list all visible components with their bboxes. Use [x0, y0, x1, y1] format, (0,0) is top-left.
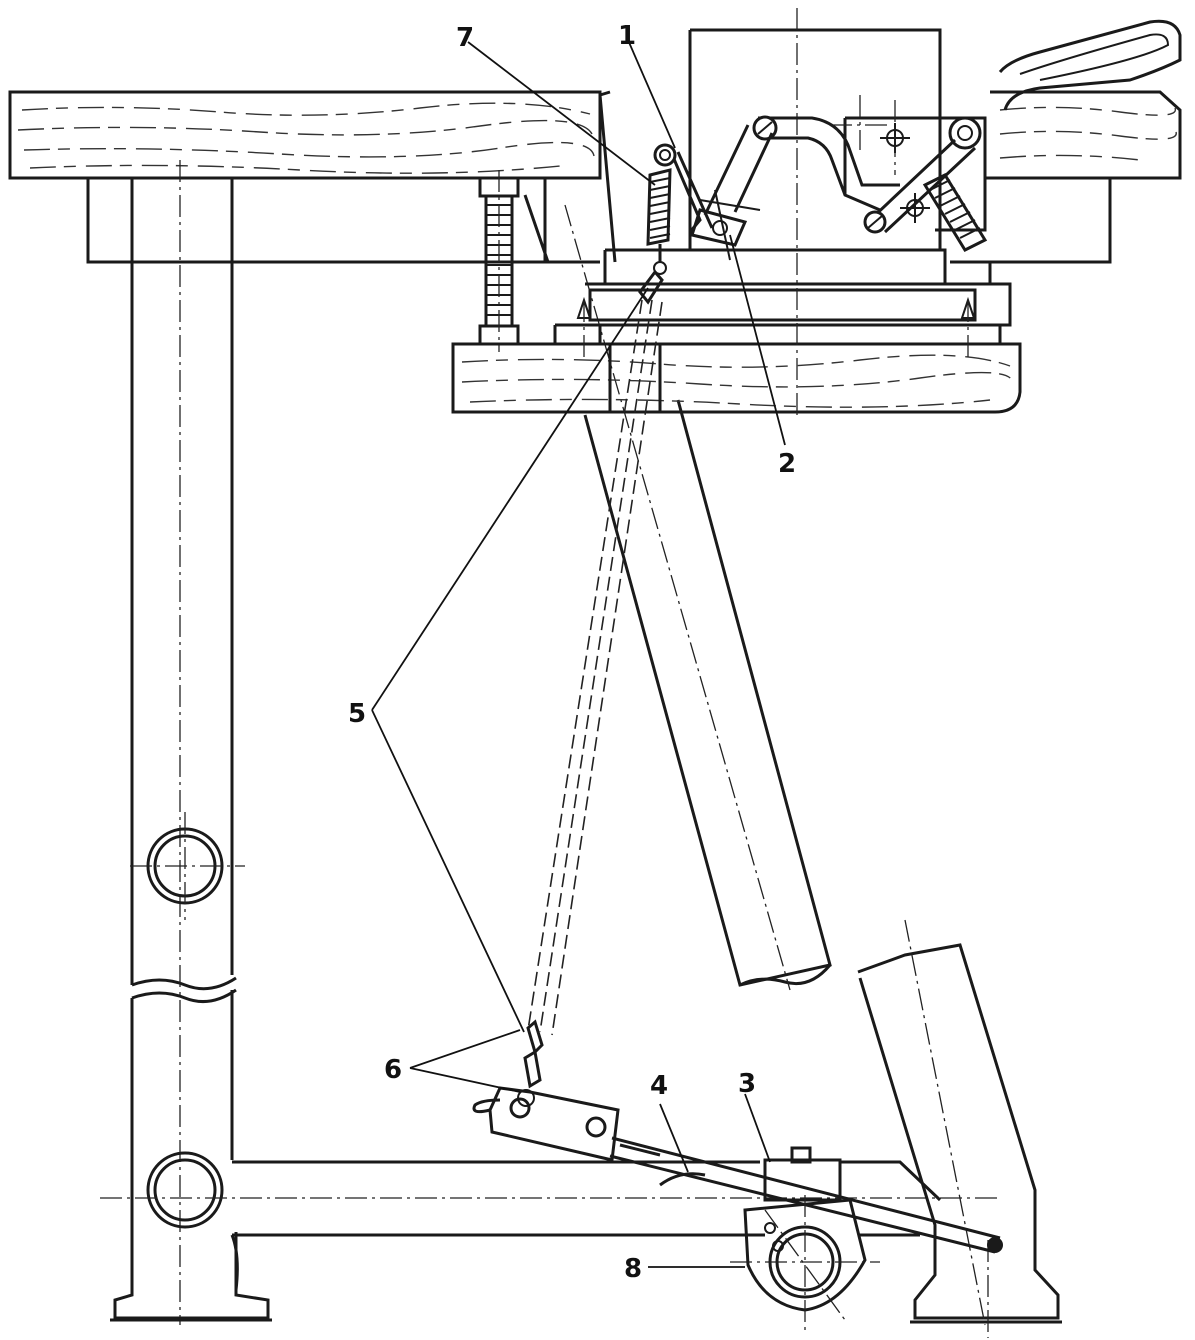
- part-label-1: 1: [618, 21, 636, 51]
- part-label-6: 6: [384, 1055, 402, 1085]
- part-label-2: 2: [778, 449, 796, 479]
- right-leg: [857, 919, 1062, 1338]
- part-label-5: 5: [348, 699, 366, 729]
- tension-spring: [638, 143, 714, 305]
- pedal-lever: [472, 1086, 1003, 1254]
- part-label-4: 4: [650, 1071, 668, 1101]
- part-label-3: 3: [738, 1069, 756, 1099]
- pedal-pivot: [730, 1146, 880, 1330]
- part-number-labels: 1 7 2 5 6 4 3 8: [348, 21, 796, 1284]
- left-leg: [110, 160, 272, 1325]
- table-top: [8, 90, 1182, 180]
- diagonal-brace: [523, 194, 832, 991]
- machine-bed-board: [451, 342, 1022, 414]
- bottom-crossbar: [100, 1160, 1000, 1291]
- pull-chain: [527, 299, 663, 1036]
- part-label-8: 8: [624, 1254, 642, 1284]
- knee-lift-linkage: [690, 19, 1182, 261]
- table-rail: [86, 176, 1112, 264]
- threaded-rod: [478, 170, 520, 352]
- part-label-7: 7: [456, 23, 474, 53]
- leader-lines: [371, 39, 786, 1268]
- machine-base: [553, 248, 1012, 360]
